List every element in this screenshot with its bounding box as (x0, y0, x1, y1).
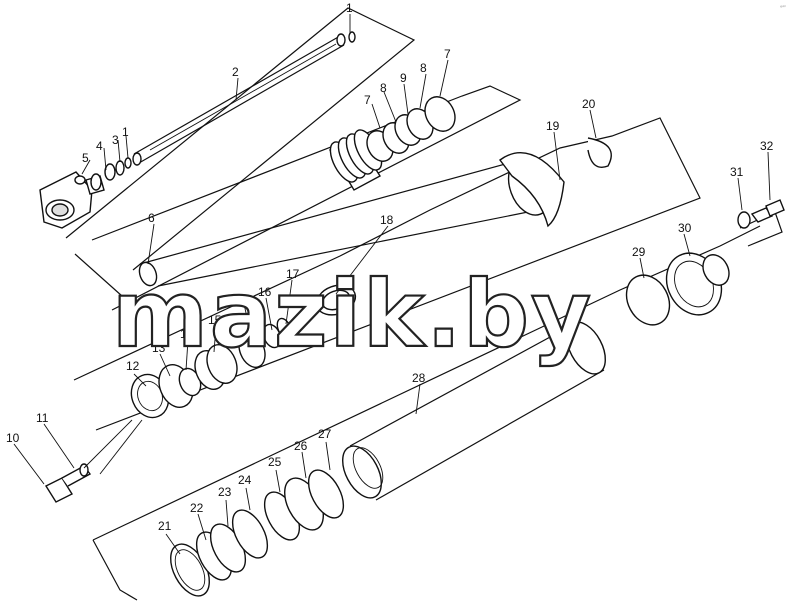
callout-20: 20 (582, 97, 596, 111)
callout-16: 16 (258, 285, 272, 299)
callout-5: 5 (82, 151, 89, 165)
callout-8b: 8 (420, 61, 427, 75)
callout-1b: 1 (122, 125, 129, 139)
callout-10: 10 (6, 431, 20, 445)
callout-29: 29 (632, 245, 646, 259)
callout-31: 31 (730, 165, 744, 179)
callout-26: 26 (294, 439, 308, 453)
callout-4: 4 (96, 139, 103, 153)
callout-12: 12 (126, 359, 140, 373)
callout-30: 30 (678, 221, 692, 235)
callout-2: 2 (232, 65, 239, 79)
callout-19: 19 (546, 119, 560, 133)
cylinder-tube-lower (342, 321, 606, 501)
callout-24: 24 (238, 473, 252, 487)
trunnion-piece (315, 284, 357, 316)
callout-28: 28 (412, 371, 426, 385)
callout-9b: 9 (240, 293, 247, 307)
lower-seal-kit (170, 469, 345, 597)
callout-18: 18 (380, 213, 394, 227)
callout-13: 13 (152, 341, 166, 355)
callout-6: 6 (148, 211, 155, 225)
piston-rod (132, 31, 356, 166)
callout-9a: 9 (400, 71, 407, 85)
callout-7a: 7 (364, 93, 371, 107)
callout-17: 17 (286, 267, 300, 281)
rod-eye (39, 171, 105, 229)
bolt-32 (737, 199, 785, 229)
corner-mark: °″′ (780, 6, 787, 12)
callout-23: 23 (218, 485, 232, 499)
rod-eye-seals (74, 157, 132, 191)
callout-7b: 7 (444, 47, 451, 61)
watermark-text: mazik.by (112, 261, 593, 368)
end-cap (625, 252, 730, 326)
callout-27: 27 (318, 427, 332, 441)
callout-8a: 8 (380, 81, 387, 95)
callout-11: 11 (36, 411, 49, 425)
callout-21: 21 (158, 519, 172, 533)
callout-leaders (13, 14, 771, 555)
callout-labels: 1 2 3 4 1 5 6 7 8 9 8 7 19 20 18 17 16 9… (6, 1, 774, 533)
callout-25: 25 (268, 455, 282, 469)
callout-22: 22 (190, 501, 204, 515)
callout-3: 3 (112, 133, 119, 147)
piston-head (328, 96, 456, 191)
callout-1a: 1 (346, 1, 353, 15)
callout-15: 15 (208, 313, 222, 327)
callout-14: 14 (180, 327, 194, 341)
snap-ring-20 (587, 137, 612, 168)
cylinder-tube-upper (138, 152, 565, 287)
callout-32: 32 (760, 139, 774, 153)
bolt-10 (44, 463, 92, 503)
